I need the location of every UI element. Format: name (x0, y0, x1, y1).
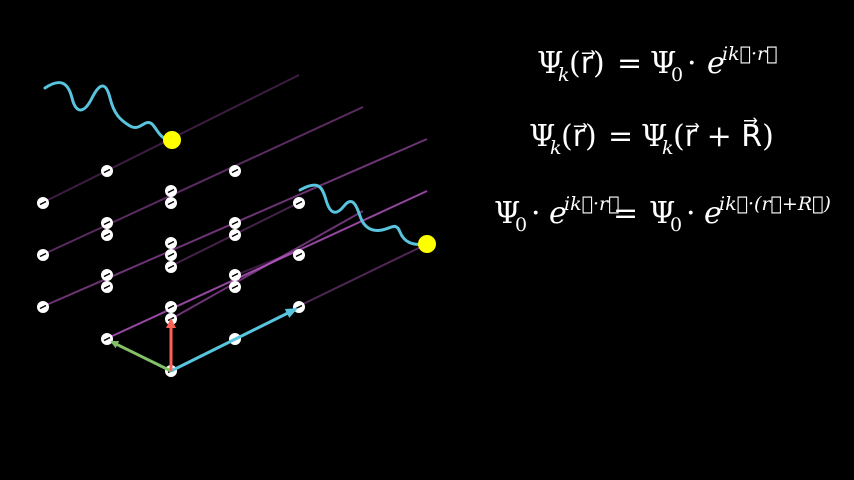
lattice-point (229, 281, 241, 293)
eq3-exponent-left: ik⃗·r⃗ (564, 193, 620, 215)
primitive-vector-a2-arrow (170, 307, 298, 373)
eq1-exponent: ik⃗·r⃗ (722, 43, 778, 65)
eq3-psi0-right: Ψ (649, 196, 675, 231)
wavefront-line (170, 210, 364, 320)
eq1-psi0-subscript: 0 (671, 64, 683, 86)
eq3-exponent-right: ik⃗·(r⃗+R⃗) (719, 193, 831, 215)
eq1-psi0: Ψ (650, 46, 676, 81)
lattice-point (37, 197, 49, 209)
eq1-argument: (r⃗) (569, 46, 605, 81)
lattice-point (165, 197, 177, 209)
lattice-point (101, 217, 113, 229)
lattice-point (229, 269, 241, 281)
eq1-dot: · (687, 46, 697, 81)
lattice-point (37, 249, 49, 261)
eq1-psi-subscript: k (558, 64, 570, 86)
lattice-point (293, 197, 305, 209)
lattice-point (101, 281, 113, 293)
eq2-rhs-psi: Ψ (641, 119, 667, 154)
eq1-exponential-base: e (707, 46, 725, 81)
highlighted-point-left (163, 131, 181, 149)
wavefront-line (298, 243, 428, 307)
equation-phase-condition: Ψ 0 · e ik⃗·r⃗ = Ψ 0 · e ik⃗·(r⃗+R⃗) (494, 193, 831, 236)
eq1-equals: = (617, 46, 642, 81)
equation-plane-wave: Ψ k (r⃗) = Ψ 0 · e ik⃗·r⃗ (537, 43, 778, 86)
eq2-psi-subscript: k (550, 137, 562, 159)
primitive-vector-a1-arrow (110, 340, 172, 373)
lattice-point (229, 217, 241, 229)
eq2-rhs-subscript: k (662, 137, 674, 159)
eq3-exp-base-right: e (704, 196, 722, 231)
eq2-equals: = (608, 119, 633, 154)
eq2-argument: (r⃗) (561, 119, 597, 154)
highlighted-point-right (418, 235, 436, 253)
eq2-rhs-argument: (r⃗ + R⃗) (673, 118, 774, 154)
eq3-psi0-right-subscript: 0 (670, 214, 682, 236)
eq3-equals: = (613, 196, 638, 231)
eq1-psi: Ψ (537, 46, 563, 81)
eq3-dot-left: · (531, 196, 541, 231)
lattice-point (101, 165, 113, 177)
lattice-point (165, 237, 177, 249)
eq3-exp-base-left: e (549, 196, 567, 231)
wavefront-line (235, 249, 300, 276)
incoming-wave-right (298, 183, 429, 246)
lattice-point (165, 185, 177, 197)
lattice-point (101, 269, 113, 281)
eq2-psi: Ψ (529, 119, 555, 154)
eq3-dot-right: · (686, 196, 696, 231)
wavefront-line (43, 106, 364, 255)
wavefront-lines (43, 74, 428, 339)
equation-bloch-periodicity: Ψ k (r⃗) = Ψ k (r⃗ + R⃗) (529, 118, 774, 159)
lattice-point (229, 229, 241, 241)
eq3-psi0-left-subscript: 0 (515, 214, 527, 236)
lattice-point (165, 249, 177, 261)
incoming-wave-left (43, 81, 174, 142)
lattice-point (165, 261, 177, 273)
lattice-point (165, 301, 177, 313)
lattice-point (293, 249, 305, 261)
lattice-point (101, 229, 113, 241)
eq3-psi0-left: Ψ (494, 196, 520, 231)
lattice-point (101, 333, 113, 345)
lattice-point (229, 165, 241, 177)
lattice-point (37, 301, 49, 313)
